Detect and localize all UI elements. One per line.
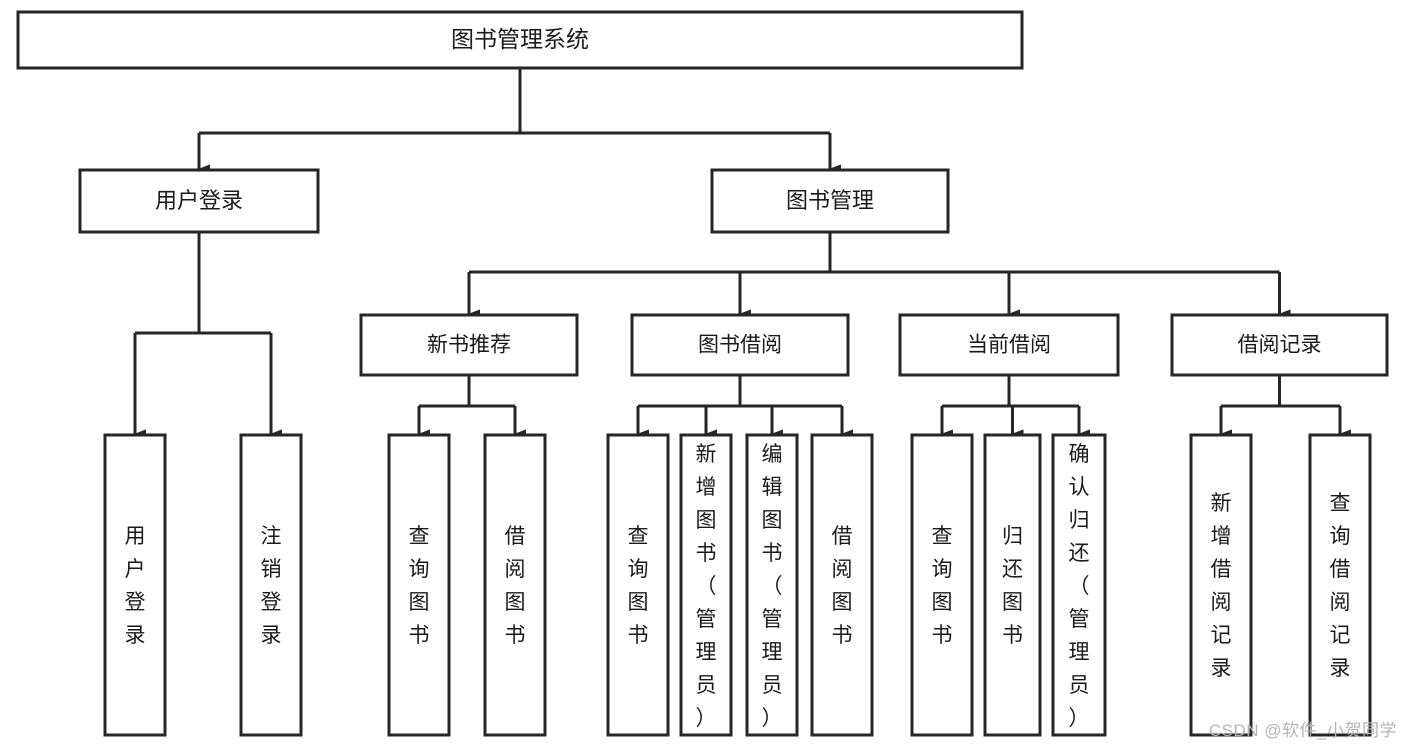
node-borrow-record[interactable]: 借阅记录 xyxy=(1170,313,1389,377)
node-box-leaf-return-book xyxy=(983,433,1042,737)
node-box-borrow-record xyxy=(1170,313,1389,377)
node-label-leaf-query-record: 查询借阅记录 xyxy=(1330,492,1351,680)
node-box-leaf-borrow-book-1 xyxy=(483,433,547,737)
node-leaf-add-record[interactable]: 新增借阅记录 xyxy=(1189,433,1253,737)
node-box-leaf-query-book-3 xyxy=(910,433,974,737)
node-label-book-manage: 图书管理 xyxy=(786,188,874,213)
node-leaf-query-book-3[interactable]: 查询图书 xyxy=(910,433,974,737)
node-label-leaf-return-book: 归还图书 xyxy=(1002,525,1023,647)
node-label-leaf-query-book-2: 查询图书 xyxy=(628,525,649,647)
node-box-book-borrow xyxy=(630,313,850,377)
node-box-leaf-query-book-2 xyxy=(606,433,670,737)
node-box-user-login xyxy=(78,168,320,234)
node-leaf-add-book[interactable]: 新增图书（管理员） xyxy=(679,433,733,737)
node-leaf-user-login[interactable]: 用户登录 xyxy=(103,433,167,737)
connector-group xyxy=(133,68,1351,439)
node-box-new-book-rec xyxy=(359,313,579,377)
node-box-leaf-edit-book xyxy=(745,433,799,737)
node-current-borrow[interactable]: 当前借阅 xyxy=(898,313,1120,377)
node-box-leaf-add-book xyxy=(679,433,733,737)
node-label-leaf-add-book: 新增图书（管理员） xyxy=(696,443,717,730)
node-label-new-book-rec: 新书推荐 xyxy=(427,334,511,357)
node-group: 图书管理系统用户登录图书管理新书推荐图书借阅当前借阅借阅记录用户登录注销登录查询… xyxy=(16,10,1389,737)
node-box-leaf-query-record xyxy=(1308,433,1372,737)
node-label-user-login: 用户登录 xyxy=(155,188,243,213)
node-label-leaf-add-record: 新增借阅记录 xyxy=(1211,492,1232,680)
node-root[interactable]: 图书管理系统 xyxy=(16,10,1024,70)
node-box-leaf-query-book-1 xyxy=(387,433,451,737)
node-label-leaf-query-book-1: 查询图书 xyxy=(409,525,430,647)
node-label-borrow-record: 借阅记录 xyxy=(1238,334,1322,357)
node-leaf-borrow-book-1[interactable]: 借阅图书 xyxy=(483,433,547,737)
node-leaf-logout[interactable]: 注销登录 xyxy=(239,433,303,737)
node-label-leaf-edit-book: 编辑图书（管理员） xyxy=(762,443,783,730)
node-label-leaf-query-book-3: 查询图书 xyxy=(932,525,953,647)
node-label-leaf-borrow-book-1: 借阅图书 xyxy=(505,525,526,647)
node-label-book-borrow: 图书借阅 xyxy=(698,334,782,357)
node-leaf-edit-book[interactable]: 编辑图书（管理员） xyxy=(745,433,799,737)
node-book-manage[interactable]: 图书管理 xyxy=(710,168,950,234)
node-label-leaf-logout: 注销登录 xyxy=(261,525,282,647)
node-box-leaf-logout xyxy=(239,433,303,737)
node-leaf-query-record[interactable]: 查询借阅记录 xyxy=(1308,433,1372,737)
node-label-leaf-user-login: 用户登录 xyxy=(125,525,146,647)
node-book-borrow[interactable]: 图书借阅 xyxy=(630,313,850,377)
node-label-root: 图书管理系统 xyxy=(451,26,589,52)
node-label-leaf-borrow-book-2: 借阅图书 xyxy=(832,525,853,647)
node-leaf-query-book-1[interactable]: 查询图书 xyxy=(387,433,451,737)
node-box-current-borrow xyxy=(898,313,1120,377)
node-leaf-return-book[interactable]: 归还图书 xyxy=(983,433,1042,737)
node-leaf-query-book-2[interactable]: 查询图书 xyxy=(606,433,670,737)
node-label-current-borrow: 当前借阅 xyxy=(967,334,1051,357)
node-new-book-rec[interactable]: 新书推荐 xyxy=(359,313,579,377)
node-box-leaf-borrow-book-2 xyxy=(810,433,874,737)
watermark-credit: CSDN @软件_小贺同学 xyxy=(1208,721,1397,740)
node-leaf-confirm-return[interactable]: 确认归还（管理员） xyxy=(1051,433,1107,737)
node-box-book-manage xyxy=(710,168,950,234)
node-box-leaf-add-record xyxy=(1189,433,1253,737)
node-user-login[interactable]: 用户登录 xyxy=(78,168,320,234)
node-box-leaf-user-login xyxy=(103,433,167,737)
node-leaf-borrow-book-2[interactable]: 借阅图书 xyxy=(810,433,874,737)
node-label-leaf-confirm-return: 确认归还（管理员） xyxy=(1069,443,1090,730)
node-box-root xyxy=(16,10,1024,70)
node-box-leaf-confirm-return xyxy=(1051,433,1107,737)
